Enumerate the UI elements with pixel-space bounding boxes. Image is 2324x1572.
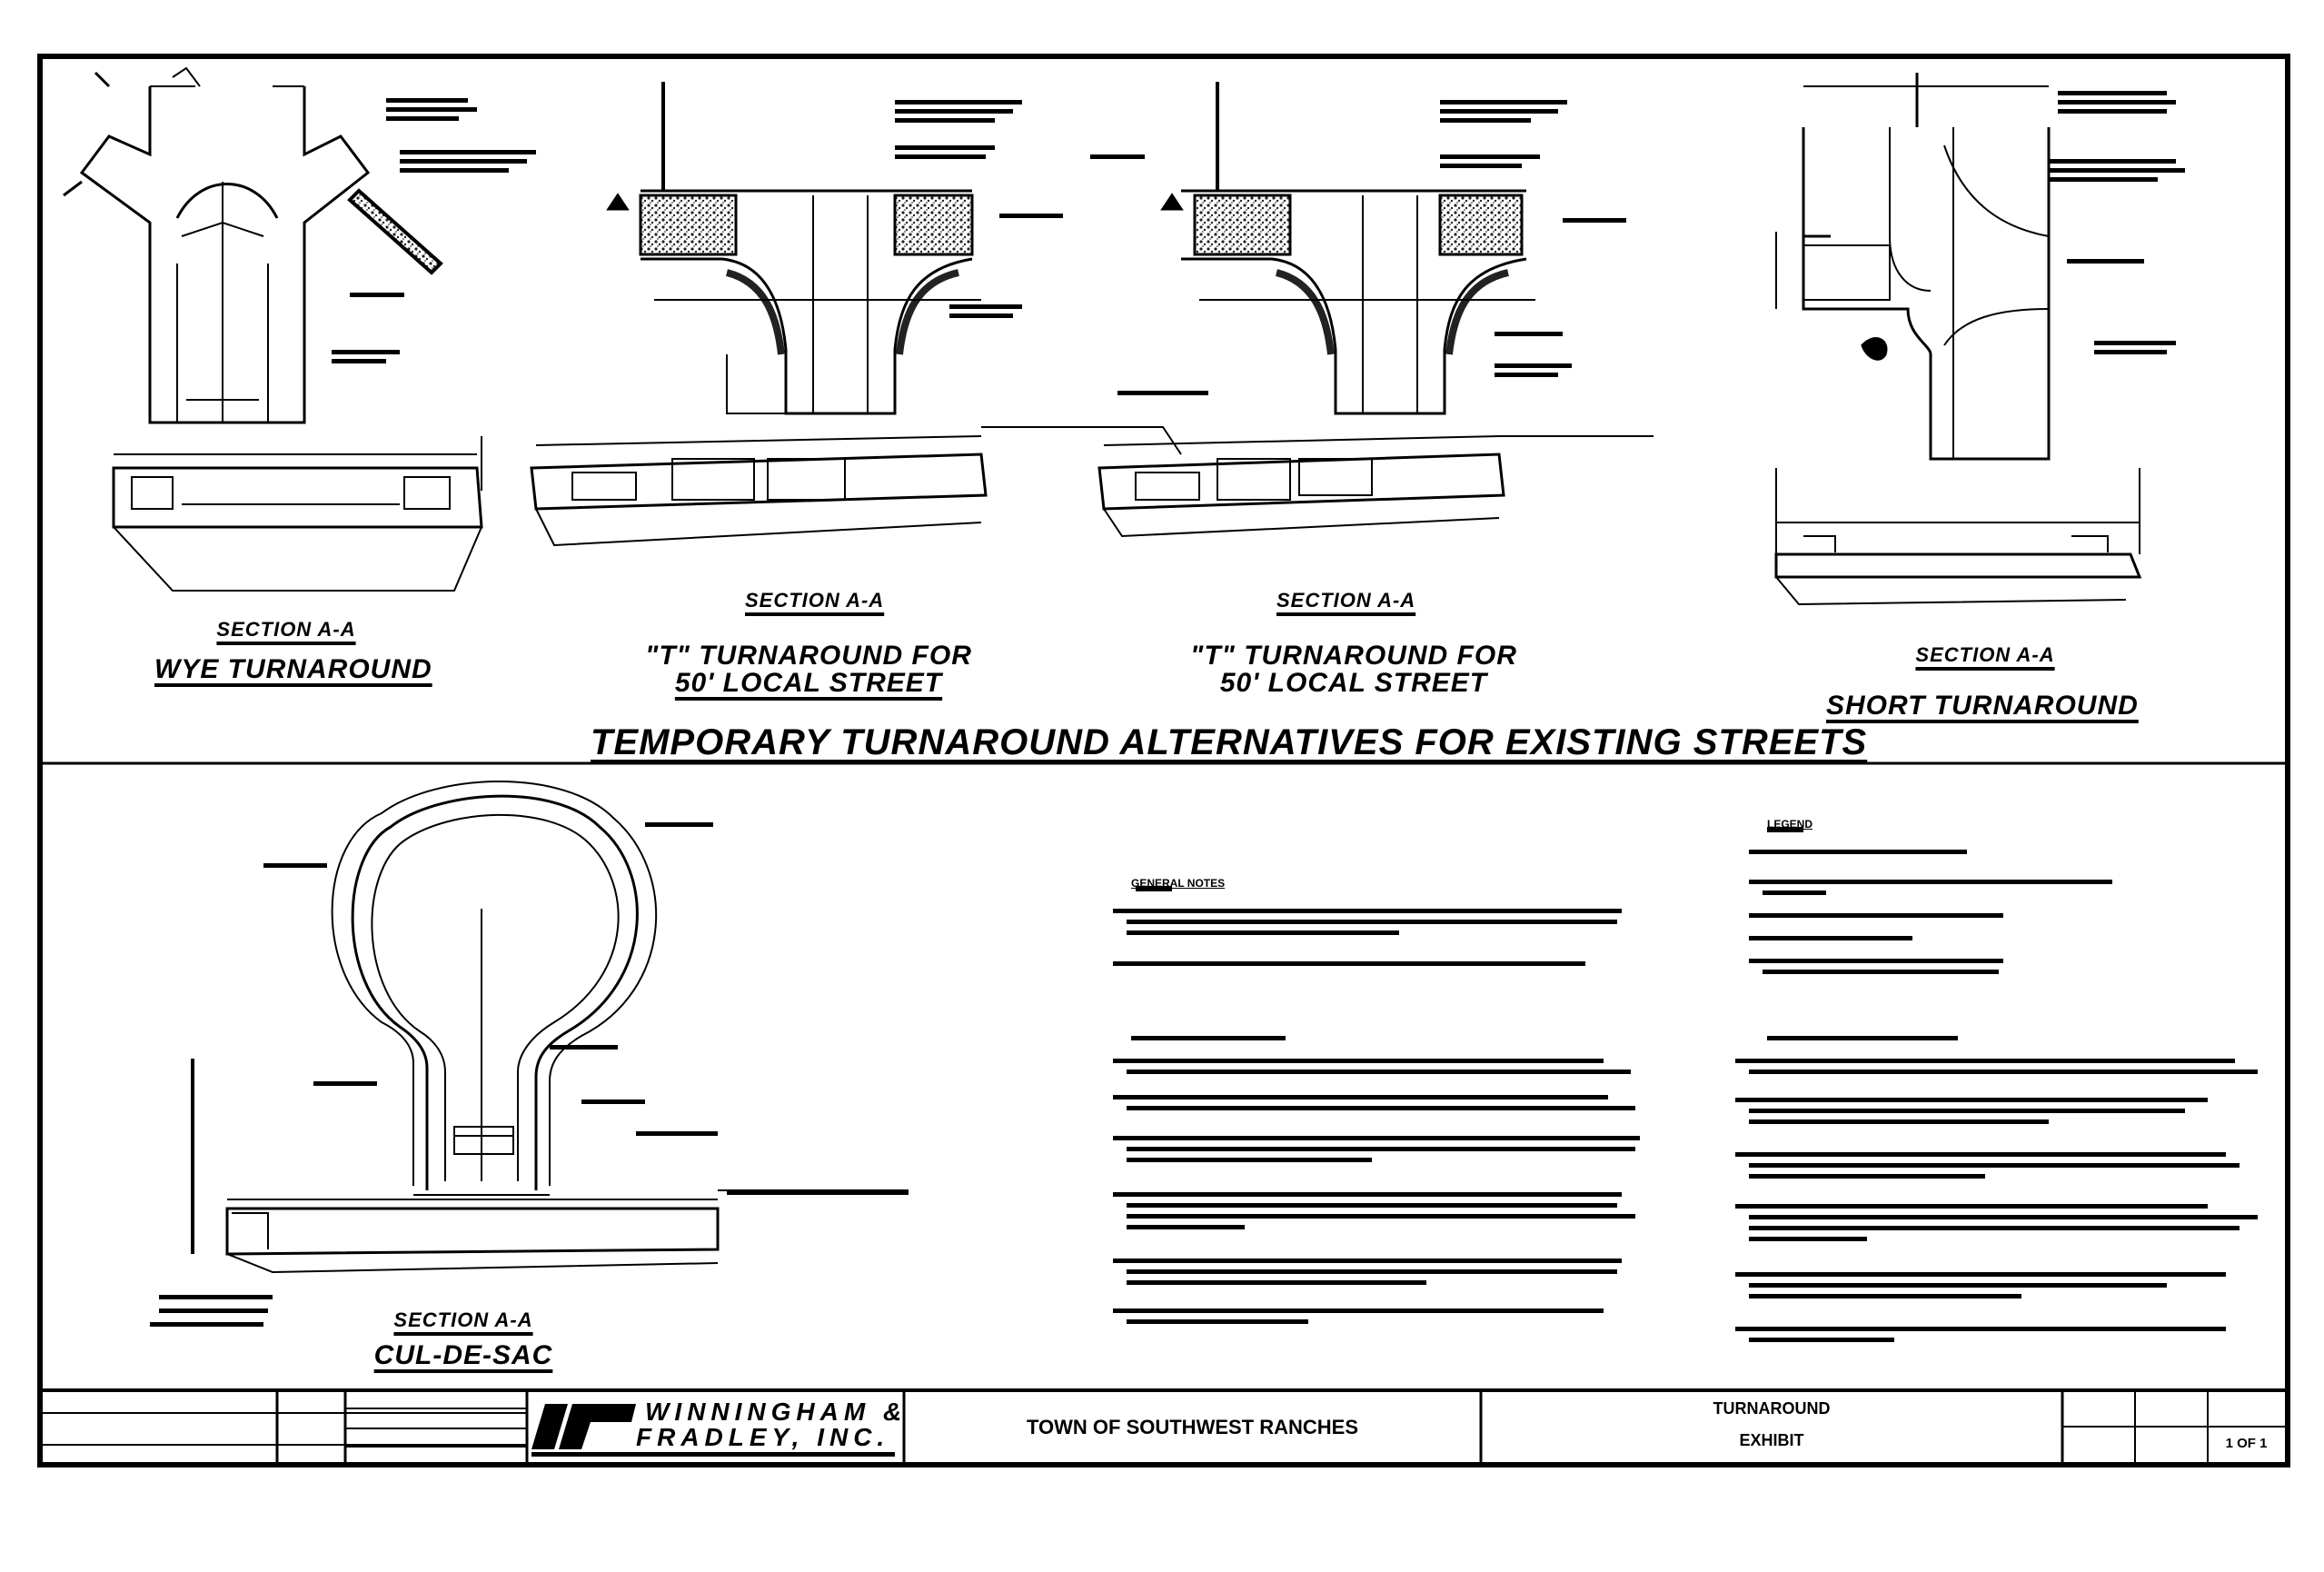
t1-title-line1: "T" TURNAROUND FOR xyxy=(645,641,972,671)
cul-de-sac-plan xyxy=(331,781,658,1196)
main-title: TEMPORARY TURNAROUND ALTERNATIVES FOR EX… xyxy=(591,722,1868,762)
short-title: SHORT TURNAROUND xyxy=(1826,691,2139,721)
culdesac-section-label: SECTION A-A xyxy=(393,1308,533,1331)
short-turnaround-section xyxy=(1774,468,2142,606)
t-turnaround-1-section xyxy=(530,426,1182,547)
drawing-title-line1: TURNAROUND xyxy=(1713,1399,1831,1418)
client-name: TOWN OF SOUTHWEST RANCHES xyxy=(1026,1416,1359,1438)
t-turnaround-1-plan xyxy=(606,82,981,415)
wye-turnaround-plan xyxy=(63,66,443,424)
drawing-title-line2: EXHIBIT xyxy=(1739,1431,1804,1449)
title-block-grid xyxy=(40,1390,2288,1465)
t2-section-label: SECTION A-A xyxy=(1276,589,1416,612)
firm-logo xyxy=(531,1404,895,1457)
wye-section-aa xyxy=(112,436,483,592)
firm-name-line1: WINNINGHAM & xyxy=(645,1398,908,1426)
short-section-label: SECTION A-A xyxy=(1915,643,2055,666)
t1-section-label: SECTION A-A xyxy=(745,589,885,612)
culdesac-title: CUL-DE-SAC xyxy=(373,1340,553,1370)
short-turnaround-plan xyxy=(1775,73,2051,461)
t-turnaround-2-section xyxy=(1097,435,1654,538)
general-notes-block xyxy=(1113,886,1640,1324)
t2-title-line2: 50' LOCAL STREET xyxy=(1219,668,1488,698)
t1-title-line2: 50' LOCAL STREET xyxy=(674,668,943,698)
sheet-number: 1 OF 1 xyxy=(2225,1436,2268,1451)
wye-title: WYE TURNAROUND xyxy=(154,654,432,684)
wye-section-label: SECTION A-A xyxy=(216,618,356,641)
sheet-border xyxy=(37,54,2290,1468)
general-notes-header: GENERAL NOTES xyxy=(1131,877,1226,890)
t2-title-line1: "T" TURNAROUND FOR xyxy=(1190,641,1517,671)
legend-header: LEGEND xyxy=(1767,818,1813,831)
firm-name-line2: FRADLEY, INC. xyxy=(636,1423,890,1451)
t-turnaround-2-plan xyxy=(1160,82,1535,415)
legend-block xyxy=(1735,827,2258,1342)
callout-annotations xyxy=(150,91,2185,1327)
